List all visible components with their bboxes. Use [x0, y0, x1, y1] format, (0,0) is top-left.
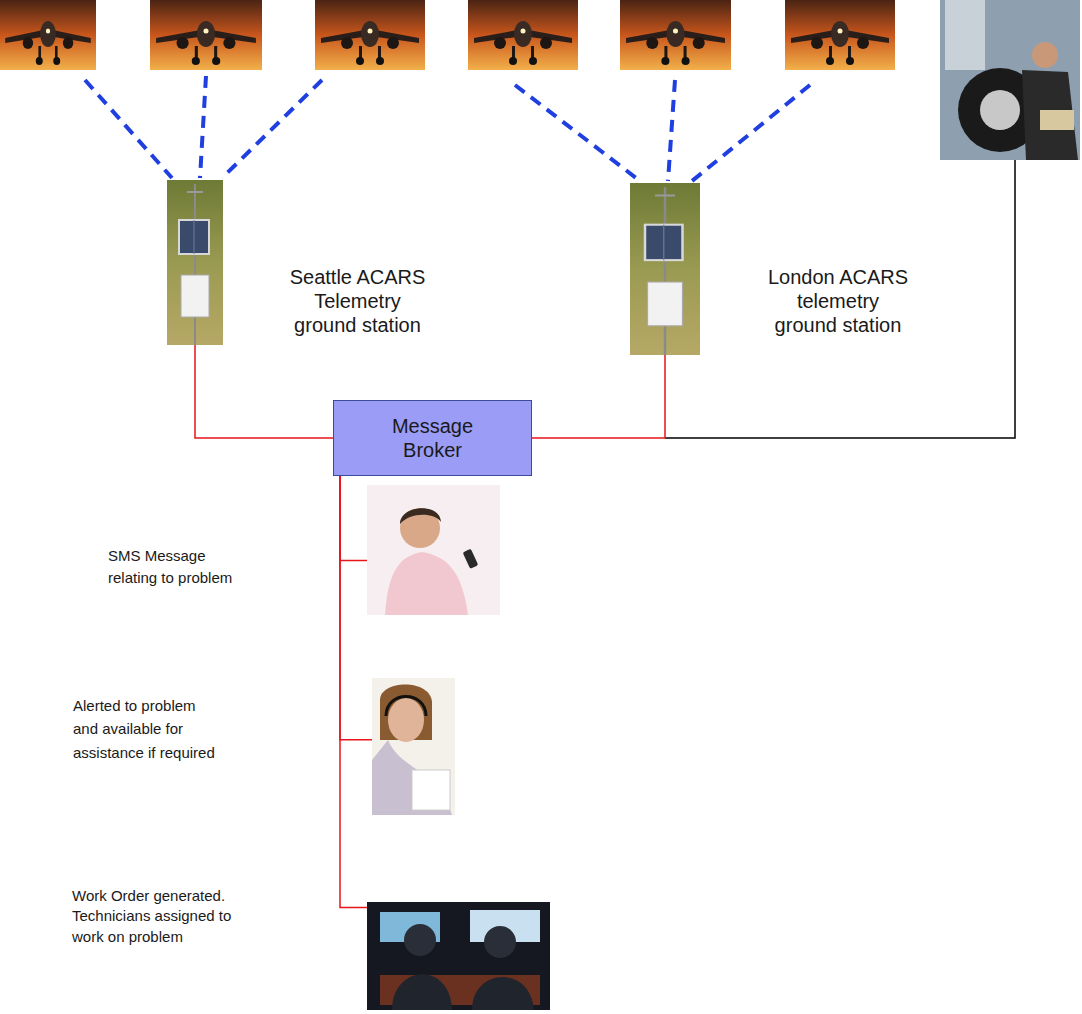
mechanic-figure	[1032, 42, 1058, 68]
radio-link	[515, 85, 640, 181]
ground-station-photos	[167, 180, 700, 355]
aircraft-photo	[620, 0, 731, 70]
connector-line	[195, 345, 333, 438]
technicians-photo	[367, 902, 550, 1010]
aircraft-photo	[150, 0, 262, 70]
recipient-photo-node: Work Order generated. Technicians assign…	[367, 902, 550, 1010]
data-wire	[665, 160, 1015, 438]
person-figure	[400, 508, 441, 524]
caption-text: Alerted to problem and available for ass…	[73, 694, 219, 764]
phone-symbol	[463, 549, 479, 569]
tyre-shape	[980, 90, 1020, 130]
connector-line	[340, 476, 372, 740]
radio-link	[200, 76, 206, 178]
person-figure	[392, 974, 452, 1010]
person-figure	[388, 698, 424, 742]
box-label: Message Broker	[368, 414, 498, 462]
paper-symbol	[412, 770, 450, 810]
connector-line	[340, 476, 367, 560]
sms-recipient-photo	[367, 485, 500, 615]
station-label: London ACARS telemetry ground station	[763, 265, 913, 337]
person-figure	[400, 508, 440, 548]
caption-text: Work Order generated. Technicians assign…	[72, 886, 237, 947]
headset-symbol	[386, 697, 426, 717]
ground-station: Seattle ACARS Telemetry ground station	[167, 180, 223, 345]
person-photo	[372, 678, 455, 815]
caption-text: SMS Message relating to problem	[108, 545, 248, 589]
radio-link	[692, 85, 810, 181]
mechanic-figure	[1040, 110, 1074, 130]
radio-link	[85, 80, 172, 178]
mechanic-figure	[1022, 70, 1078, 160]
aircraft-photo	[785, 0, 895, 70]
mechanic-photo	[940, 0, 1080, 160]
person-figure	[484, 926, 516, 958]
person-figure	[385, 552, 468, 615]
aircraft-photos	[0, 0, 895, 70]
aircraft-photo	[315, 0, 425, 70]
person-photo	[367, 485, 500, 615]
mechanic-photo	[940, 0, 1080, 160]
aircraft-photo	[468, 0, 578, 70]
ground-station-photo	[167, 180, 223, 345]
connector-line	[340, 476, 367, 907]
radio-link	[668, 80, 675, 181]
connector-line	[532, 355, 665, 438]
aircraft-photo	[0, 0, 96, 70]
process-box: Message Broker	[333, 400, 532, 476]
person-figure	[404, 924, 436, 956]
recipient-photo-node: SMS Message relating to problem	[367, 485, 500, 615]
person-figure	[472, 977, 534, 1010]
recipient-photo-node: Alerted to problem and available for ass…	[372, 678, 455, 815]
ground-station-photo	[630, 183, 700, 355]
radio-link	[222, 80, 322, 178]
radio-link	[85, 76, 810, 181]
station-label: Seattle ACARS Telemetry ground station	[287, 265, 428, 337]
ground-station: London ACARS telemetry ground station	[630, 183, 700, 355]
person-figure	[372, 740, 452, 815]
assistant-photo	[372, 678, 455, 815]
person-photo	[367, 902, 550, 1010]
mechanic-photo	[945, 0, 985, 70]
